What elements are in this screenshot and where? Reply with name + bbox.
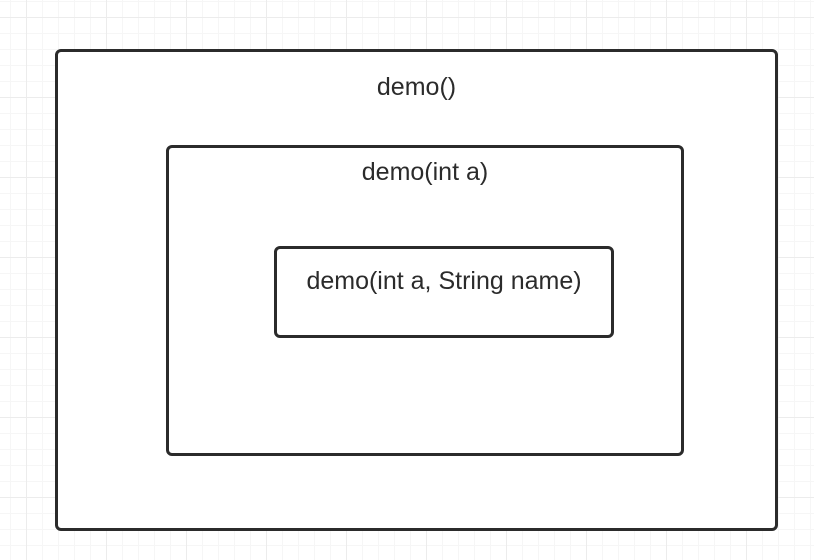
outer-box-label: demo()	[376, 73, 457, 101]
inner-box-label: demo(int a, String name)	[306, 267, 582, 295]
middle-box-label: demo(int a)	[361, 158, 489, 186]
inner-box[interactable]	[274, 246, 614, 338]
